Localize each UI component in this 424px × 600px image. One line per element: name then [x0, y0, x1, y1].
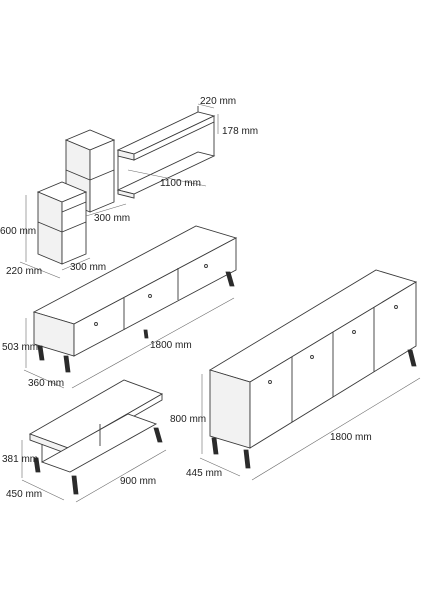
tower-depth-label: 220 mm [6, 266, 42, 277]
shelf-width-label: 220 mm [200, 96, 236, 107]
table-height-label: 381 mm [2, 454, 38, 465]
table-length-label: 900 mm [120, 476, 156, 487]
wall-shelf [116, 106, 216, 199]
coffee-table [28, 379, 164, 495]
sideboard-depth-label: 445 mm [186, 468, 222, 479]
sideboard-length-label: 1800 mm [330, 432, 372, 443]
tv-unit [32, 225, 238, 373]
tower-height-label: 600 mm [0, 226, 36, 237]
tower-width-label: 300 mm [94, 213, 130, 224]
tv-length-label: 1800 mm [150, 340, 192, 351]
tv-height-label: 503 mm [2, 342, 38, 353]
sideboard [208, 269, 418, 469]
table-depth-label: 450 mm [6, 489, 42, 500]
tv-depth-label: 360 mm [28, 378, 64, 389]
shelf-length-label: 1100 mm [160, 178, 201, 189]
sideboard-height-label: 800 mm [170, 414, 206, 425]
upper-tower-shelf [64, 129, 116, 213]
lower-tower-shelf [36, 181, 88, 265]
shelf-depth-label: 178 mm [222, 126, 258, 137]
tower-lower-width-label: 300 mm [70, 262, 106, 273]
